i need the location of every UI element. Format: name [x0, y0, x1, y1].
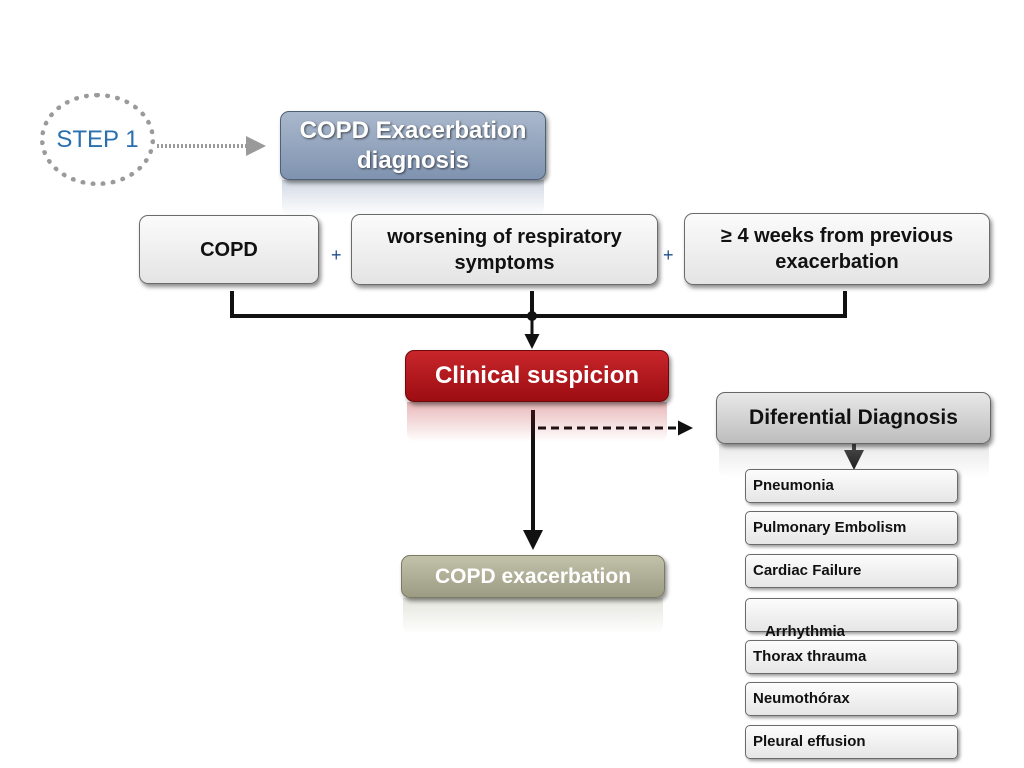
- outcome-label: COPD exacerbation: [434, 564, 632, 588]
- criterion-weeks: ≥ 4 weeks from previous exacerbation: [684, 213, 990, 285]
- suspicion-label: Clinical suspicion: [434, 362, 640, 389]
- plus-sign-2: +: [663, 245, 674, 265]
- differential-item-label: Thorax thrauma: [753, 648, 867, 665]
- criterion-worsening: worsening of respiratory symptoms: [351, 214, 658, 285]
- differential-title: Diferential Diagnosis: [749, 406, 958, 429]
- criteria-bracket: [230, 291, 847, 318]
- header-box: COPD Exacerbation diagnosis: [280, 111, 546, 180]
- differential-item-label: Neumothórax: [753, 690, 850, 707]
- differential-item: Arrhythmia: [745, 598, 958, 640]
- criterion-copd-label: COPD: [200, 238, 258, 261]
- differential-item: Pulmonary Embolism: [745, 511, 958, 545]
- differential-item: Neumothórax: [745, 682, 958, 716]
- differential-box: Diferential Diagnosis: [716, 392, 991, 444]
- outcome-box: COPD exacerbation: [401, 555, 665, 598]
- criterion-copd: COPD: [139, 215, 319, 284]
- differential-item-label: Pleural effusion: [753, 733, 866, 750]
- differential-item-label: Pneumonia: [753, 477, 834, 494]
- differential-item-label: Cardiac Failure: [753, 562, 862, 579]
- suspicion-box: Clinical suspicion: [405, 350, 669, 402]
- differential-item-label: Pulmonary Embolism: [753, 519, 907, 536]
- criterion-weeks-label: ≥ 4 weeks from previous exacerbation: [720, 225, 954, 273]
- plus-sign-1: +: [331, 245, 342, 265]
- differential-item: Pleural effusion: [745, 725, 958, 759]
- differential-item: Cardiac Failure: [745, 554, 958, 588]
- step-badge: STEP 1: [40, 93, 155, 186]
- step-label: STEP 1: [56, 125, 139, 153]
- header-title: COPD Exacerbation diagnosis: [299, 116, 527, 174]
- differential-item: Thorax thrauma: [745, 640, 958, 674]
- bracket-junction: [527, 311, 537, 321]
- criterion-worsening-label: worsening of respiratory symptoms: [387, 225, 622, 274]
- differential-item-label: Arrhythmia: [761, 623, 845, 640]
- differential-item: Pneumonia: [745, 469, 958, 503]
